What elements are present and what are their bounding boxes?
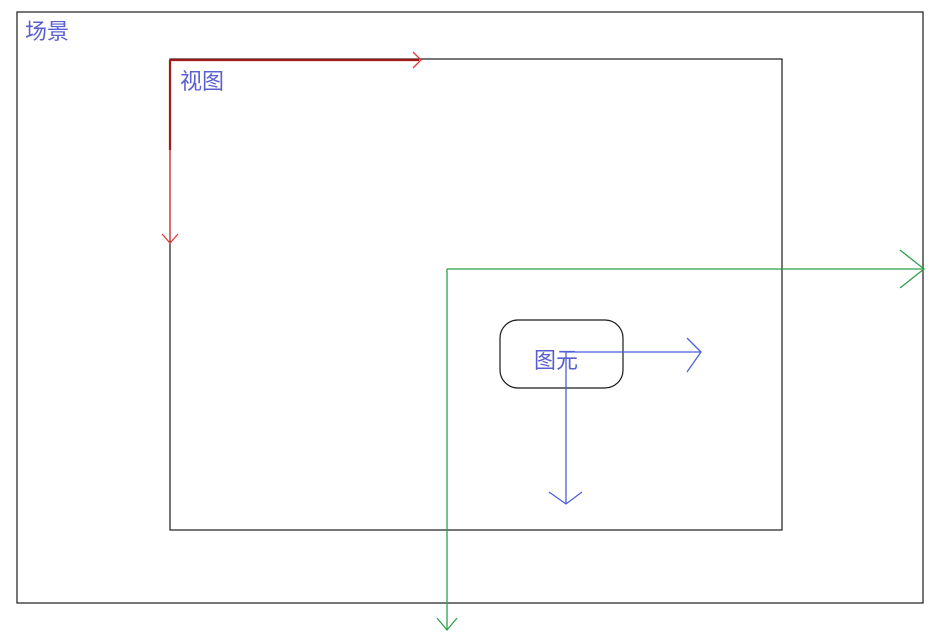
- view-x-axis: [170, 51, 422, 69]
- item-y-axis: [548, 352, 583, 505]
- item-label: 图元: [534, 349, 578, 374]
- item-x-axis: [566, 337, 702, 373]
- view-frame: [169, 58, 783, 531]
- scene-label: 场景: [25, 20, 69, 45]
- scene-x-axis: [447, 249, 926, 289]
- view-label: 视图: [180, 70, 224, 95]
- item-shape: [499, 319, 624, 389]
- scene-y-axis: [436, 269, 458, 632]
- scene-frame: [16, 11, 924, 604]
- view-y-axis: [161, 60, 179, 244]
